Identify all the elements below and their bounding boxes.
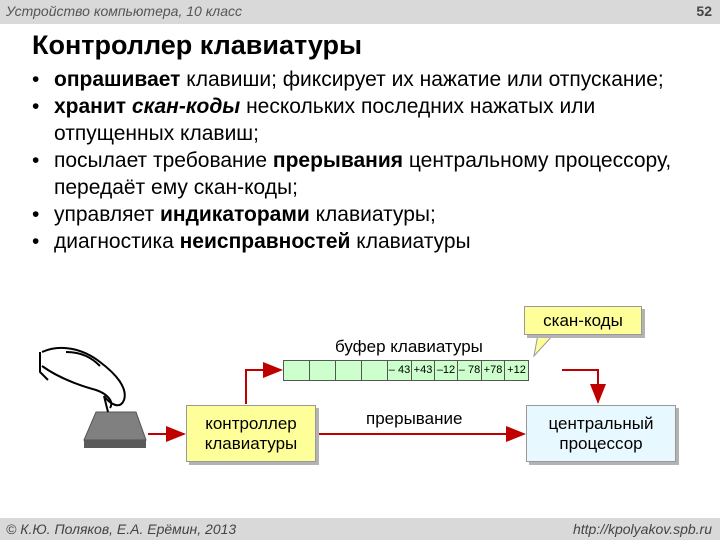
bullet-text: управляет <box>54 203 160 226</box>
bullet-text: прерывания <box>272 149 404 172</box>
hand-icon <box>39 346 126 413</box>
keyboard-buffer: – 43+43–12– 78+78+12 <box>283 360 529 381</box>
interrupt-label: прерывание <box>366 409 463 428</box>
buffer-cell: +12 <box>505 361 528 380</box>
bullet-item: посылает требование прерывания центральн… <box>32 147 712 201</box>
controller-label: контроллер клавиатуры <box>204 413 298 453</box>
buffer-cell-empty <box>310 361 336 380</box>
controller-box: контроллер клавиатуры <box>186 405 316 462</box>
bullet-text: неисправностей <box>179 230 351 253</box>
buffer-cell: –12 <box>435 361 458 380</box>
bullet-text: диагностика <box>54 230 180 253</box>
bullet-text: клавиши; фиксирует их нажатие или отпуск… <box>180 68 664 91</box>
bullet-item: хранит скан-коды нескольких последних на… <box>32 93 712 147</box>
buffer-cell: +43 <box>412 361 435 380</box>
bullet-text: индикаторами <box>159 203 310 226</box>
buffer-cell: +78 <box>482 361 505 380</box>
buffer-cell-empty <box>284 361 310 380</box>
bullet-item: диагностика неисправностей клавиатуры <box>32 228 712 255</box>
course-title: Устройство компьютера, 10 класс <box>6 3 242 19</box>
slide-title: Контроллер клавиатуры <box>32 30 363 60</box>
header-bar: Устройство компьютера, 10 класс 52 <box>0 0 720 24</box>
bullet-text: хранит <box>54 95 127 118</box>
bullet-item: управляет индикаторами клавиатуры; <box>32 201 712 228</box>
page-number: 52 <box>696 3 712 19</box>
footer-bar: © К.Ю. Поляков, Е.А. Ерёмин, 2013 http:/… <box>0 518 720 540</box>
buffer-cell-empty <box>362 361 388 380</box>
buffer-label: буфер клавиатуры <box>335 337 483 356</box>
buffer-cell: – 78 <box>458 361 482 380</box>
bullet-text: нескольких последних нажатых или отпущен… <box>54 95 596 145</box>
bullet-text: клавиатуры <box>350 230 471 253</box>
bullet-text: скан-коды <box>131 95 241 118</box>
bullet-text: опрашивает <box>54 68 181 91</box>
bullet-text: посылает требование <box>54 149 273 172</box>
scan-codes-callout: скан-коды <box>524 306 642 335</box>
buffer-cell: – 43 <box>388 361 412 380</box>
copyright-text: © К.Ю. Поляков, Е.А. Ерёмин, 2013 <box>6 521 237 537</box>
site-url: http://kpolyakov.spb.ru <box>572 521 712 537</box>
keyboard-key-icon <box>83 411 147 448</box>
bullet-text: клавиатуры; <box>309 203 436 226</box>
bullet-list: опрашивает клавиши; фиксирует их нажатие… <box>32 66 712 255</box>
cpu-box: центральный процессор <box>526 405 676 462</box>
bullet-item: опрашивает клавиши; фиксирует их нажатие… <box>32 66 712 93</box>
cpu-label: центральный процессор <box>548 413 654 453</box>
buffer-cell-empty <box>336 361 362 380</box>
bullet-text: центральному процессору, передаёт ему ск… <box>54 149 672 199</box>
